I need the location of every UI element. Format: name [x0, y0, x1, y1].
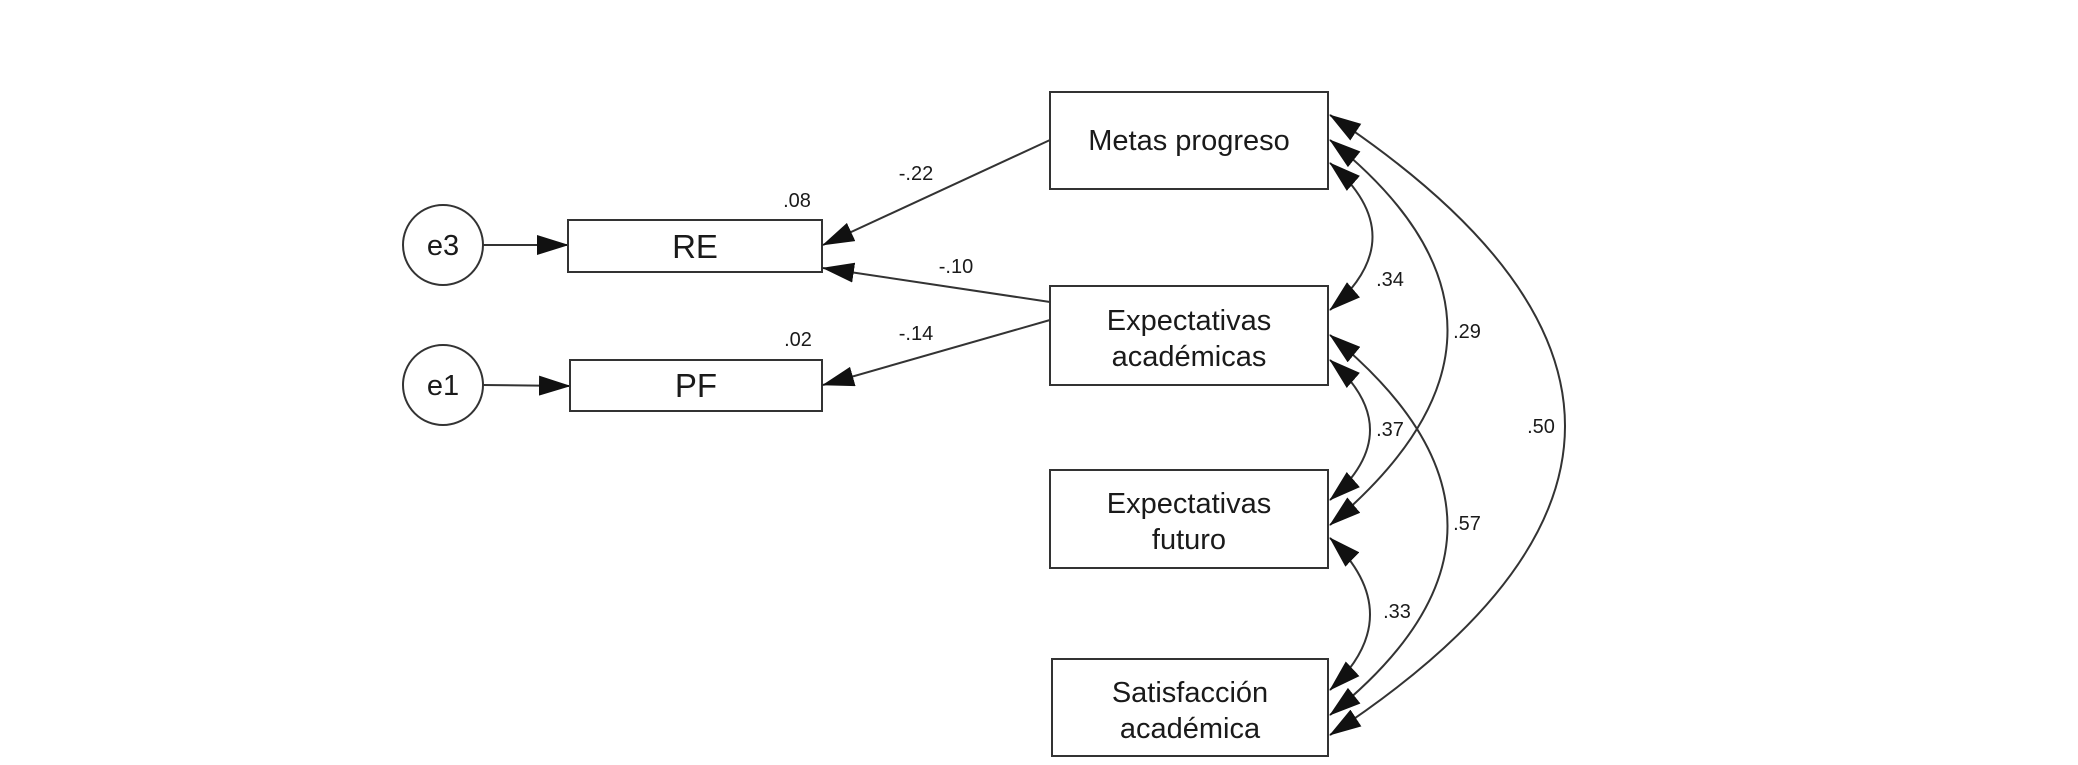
coef-exp-fut-satisf: .33	[1383, 601, 1411, 623]
node-expectativas-academicas: Expectativas académicas	[1049, 285, 1329, 386]
node-pf: PF	[569, 359, 823, 412]
coef-exp-acad-pf: -.14	[899, 323, 933, 345]
e1-label: e1	[427, 370, 459, 402]
coef-exp-acad-satisf: .57	[1453, 513, 1481, 535]
error-node-e3: e3	[402, 204, 484, 286]
expectativas-academicas-line2: académicas	[1112, 341, 1267, 373]
coef-metas-exp-acad: .34	[1376, 269, 1404, 291]
coef-exp-acad-re: -.10	[939, 256, 973, 278]
expectativas-futuro-line2: futuro	[1152, 524, 1226, 556]
expectativas-futuro-line1: Expectativas	[1107, 488, 1271, 520]
path-e1-to-pf	[482, 375, 571, 396]
corr-exp-acad-satisf	[1329, 334, 1449, 716]
path-exp-acad-to-pf	[822, 319, 1051, 387]
pf-label: PF	[675, 367, 717, 404]
r-squared-pf: .02	[784, 329, 812, 351]
satisfaccion-academica-line2: académica	[1120, 713, 1261, 745]
corr-metas-satisf	[1329, 114, 1566, 736]
corr-exp-acad-exp-fut	[1329, 359, 1371, 501]
expectativas-academicas-line1: Expectativas	[1107, 305, 1271, 337]
coef-exp-acad-exp-fut: .37	[1376, 419, 1404, 441]
r-squared-re: .08	[783, 190, 811, 212]
path-metas-to-re	[822, 139, 1051, 246]
metas-progreso-label: Metas progreso	[1088, 125, 1290, 157]
corr-metas-exp-acad	[1329, 162, 1374, 311]
e3-label: e3	[427, 230, 459, 262]
node-satisfaccion-academica: Satisfacción académica	[1051, 658, 1329, 757]
node-re: RE	[567, 219, 823, 273]
node-metas-progreso: Metas progreso	[1049, 91, 1329, 190]
corr-metas-exp-fut	[1329, 139, 1449, 526]
path-exp-acad-to-re	[822, 262, 1051, 303]
re-label: RE	[672, 228, 718, 265]
coef-metas-satisf: .50	[1527, 416, 1555, 438]
node-expectativas-futuro: Expectativas futuro	[1049, 469, 1329, 569]
error-node-e1: e1	[402, 344, 484, 426]
corr-exp-fut-satisf	[1329, 537, 1371, 691]
coef-metas-re: -.22	[899, 163, 933, 185]
satisfaccion-academica-line1: Satisfacción	[1112, 677, 1268, 709]
coef-metas-exp-fut: .29	[1453, 321, 1481, 343]
